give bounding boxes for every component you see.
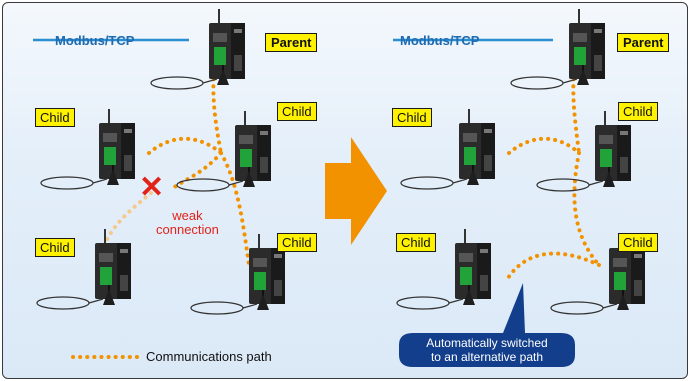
child-device-2-right	[536, 110, 632, 192]
modbus-label-left: Modbus/TCP	[55, 33, 135, 48]
path-hub-to-child4-right	[572, 151, 601, 267]
modbus-label-right: Modbus/TCP	[400, 33, 480, 48]
child-tag-2-left: Child	[277, 102, 317, 121]
child-device-4-left	[190, 233, 286, 315]
callout-line-2: to an alternative path	[430, 350, 544, 364]
legend-label: Communications path	[146, 349, 272, 364]
child-tag-3-right: Child	[396, 233, 436, 252]
parent-device-right	[510, 8, 606, 90]
parent-device-left	[150, 8, 246, 90]
parent-tag-left: Parent	[265, 33, 318, 52]
child-tag-1-right: Child	[392, 108, 432, 127]
callout-text: Automatically switched to an alternative…	[407, 336, 567, 364]
weak-label-line-1: weak	[172, 208, 203, 223]
failure-cross-icon: ✕	[139, 171, 165, 204]
path-child1-to-hub-right	[507, 136, 581, 155]
weak-path-left	[101, 191, 153, 250]
network-diagram	[33, 8, 646, 367]
child-tag-3-left: Child	[35, 238, 75, 257]
callout-bubble	[399, 283, 575, 367]
child-tag-2-right: Child	[618, 102, 658, 121]
weak-connection-label: weak connection	[156, 209, 219, 237]
path-hub-to-child4-left	[219, 151, 251, 267]
parent-tag-right: Parent	[617, 33, 670, 52]
callout-line-1: Automatically switched	[426, 336, 548, 350]
child-device-2-left	[176, 110, 272, 192]
transition-arrow	[325, 137, 387, 245]
path-child1-to-hub-left	[147, 136, 223, 155]
child-tag-1-left: Child	[35, 108, 75, 127]
child-tag-4-left: Child	[277, 233, 317, 252]
path-child4-to-child3-right	[506, 251, 601, 280]
child-tag-4-right: Child	[618, 233, 658, 252]
path-hub-to-child3-left	[171, 151, 223, 190]
weak-label-line-2: connection	[156, 222, 219, 237]
